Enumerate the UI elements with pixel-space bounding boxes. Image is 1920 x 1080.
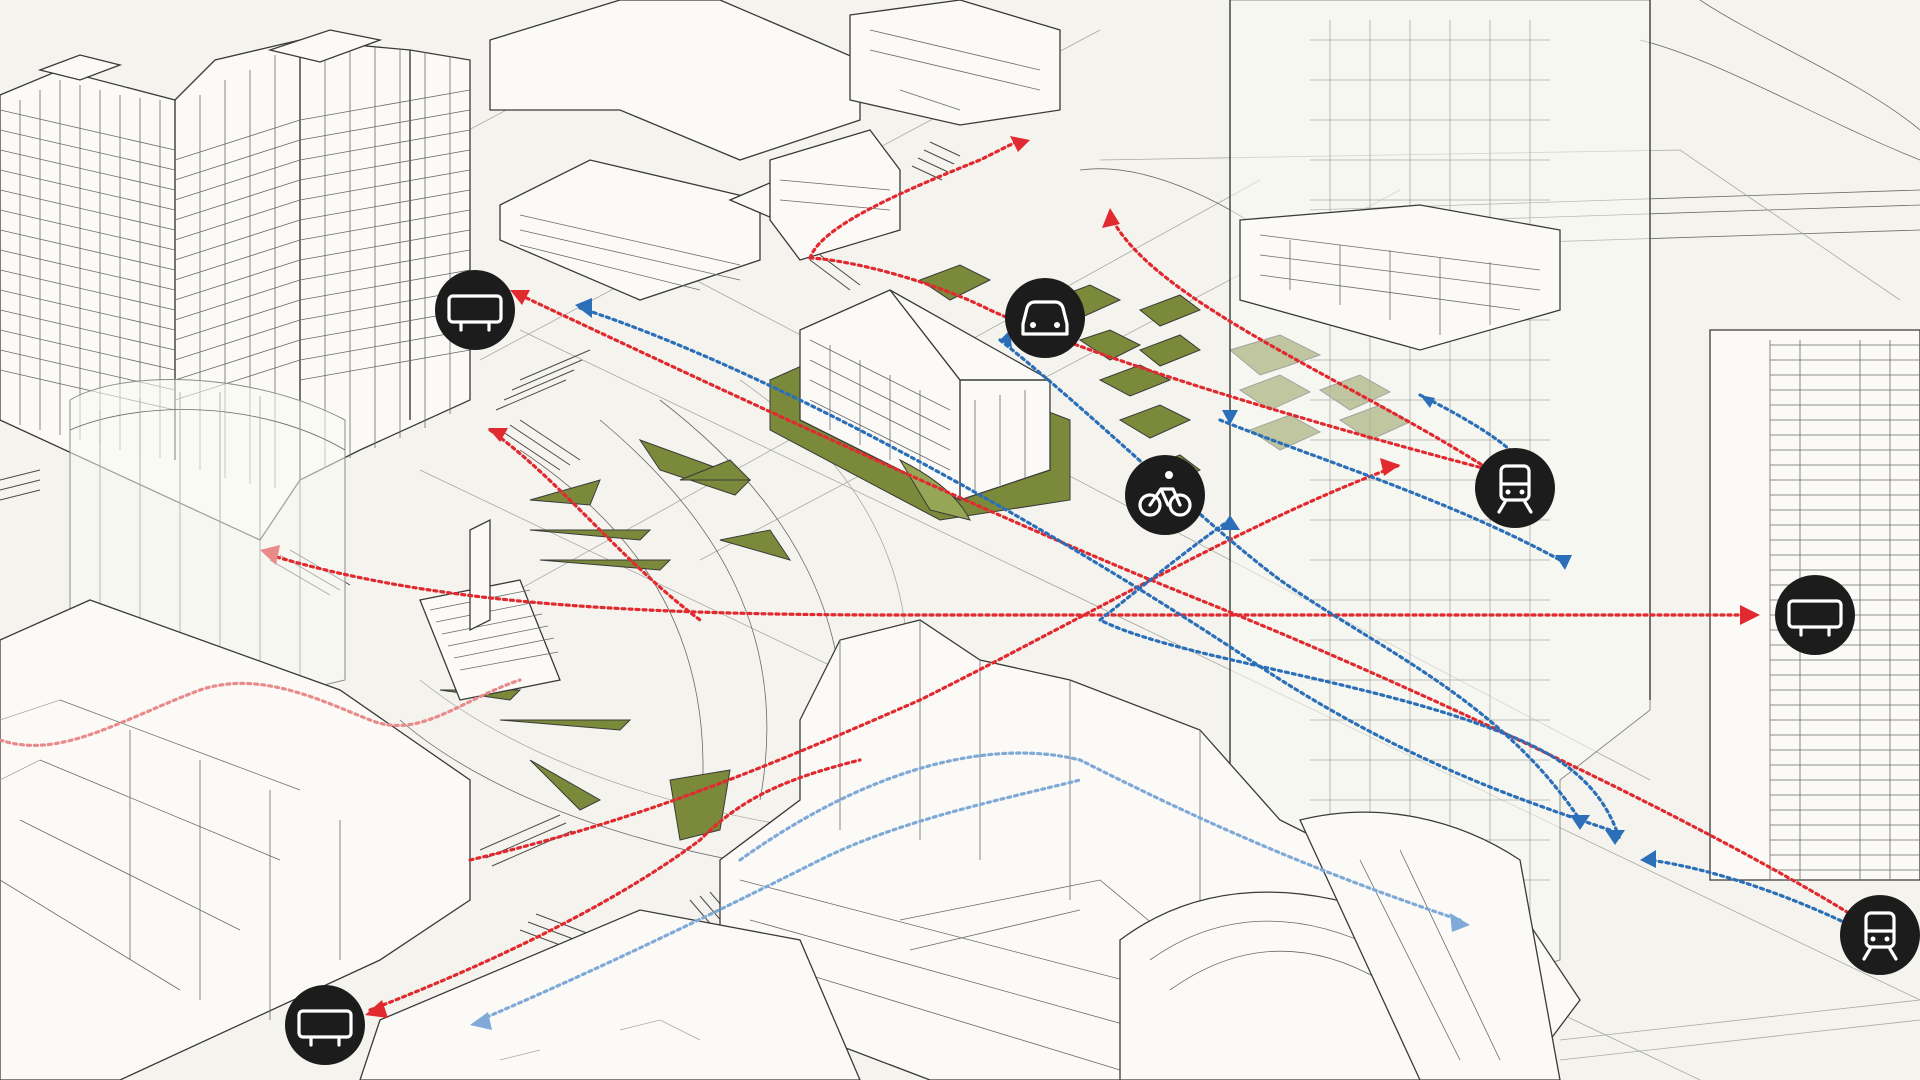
arrowhead: [1010, 136, 1030, 152]
arrowhead: [1450, 913, 1470, 932]
flow-path: [518, 293, 1862, 922]
bicycle-icon: [1125, 455, 1205, 535]
arrowhead: [1555, 555, 1572, 570]
arrowhead: [1420, 395, 1435, 408]
arrowhead: [1570, 815, 1590, 830]
flow-path: [1648, 858, 1862, 932]
left-lower-blocks: [0, 599, 471, 1080]
bottom-left-ghost: [359, 909, 861, 1080]
arrowhead: [1640, 850, 1656, 868]
train-icon: [1475, 448, 1555, 528]
plaza-monument: [419, 518, 561, 701]
arrowhead: [1740, 605, 1760, 625]
bottom-buildings: [719, 619, 1920, 1080]
arrowhead: [470, 1012, 492, 1030]
arrowhead: [575, 298, 592, 318]
arrowhead: [488, 428, 508, 442]
flow-path: [1108, 213, 1492, 472]
flow-path: [578, 306, 1612, 832]
station-complex: [1229, 0, 1651, 1001]
flow-path: [368, 758, 862, 1012]
arrowhead: [365, 1000, 388, 1018]
civic-building: [769, 289, 1071, 521]
arrowhead: [1222, 410, 1238, 425]
bus-icon: [1775, 575, 1855, 655]
train-icon: [1840, 895, 1920, 975]
arrowhead: [1220, 515, 1240, 530]
flow-path: [268, 553, 1742, 617]
flow-path: [488, 428, 702, 622]
arrowhead: [1605, 830, 1625, 845]
flow-path: [1097, 518, 1622, 842]
arrowhead: [510, 290, 530, 305]
bus-icon: [285, 985, 365, 1065]
plaza-green-strips: [439, 439, 902, 841]
arrowhead: [260, 545, 280, 565]
arrowhead: [1102, 208, 1120, 228]
car-icon: [1005, 278, 1085, 358]
bus-icon: [435, 270, 515, 350]
top-mid-buildings: [489, 0, 1061, 301]
flow-path: [808, 138, 1022, 260]
flow-path: [998, 338, 1582, 822]
flow-path: [1218, 418, 1562, 562]
flow-path: [468, 463, 1402, 862]
flow-path: [0, 678, 522, 747]
flow-path: [478, 778, 1082, 1022]
flow-path: [738, 751, 1462, 922]
arrowhead: [1380, 458, 1400, 476]
